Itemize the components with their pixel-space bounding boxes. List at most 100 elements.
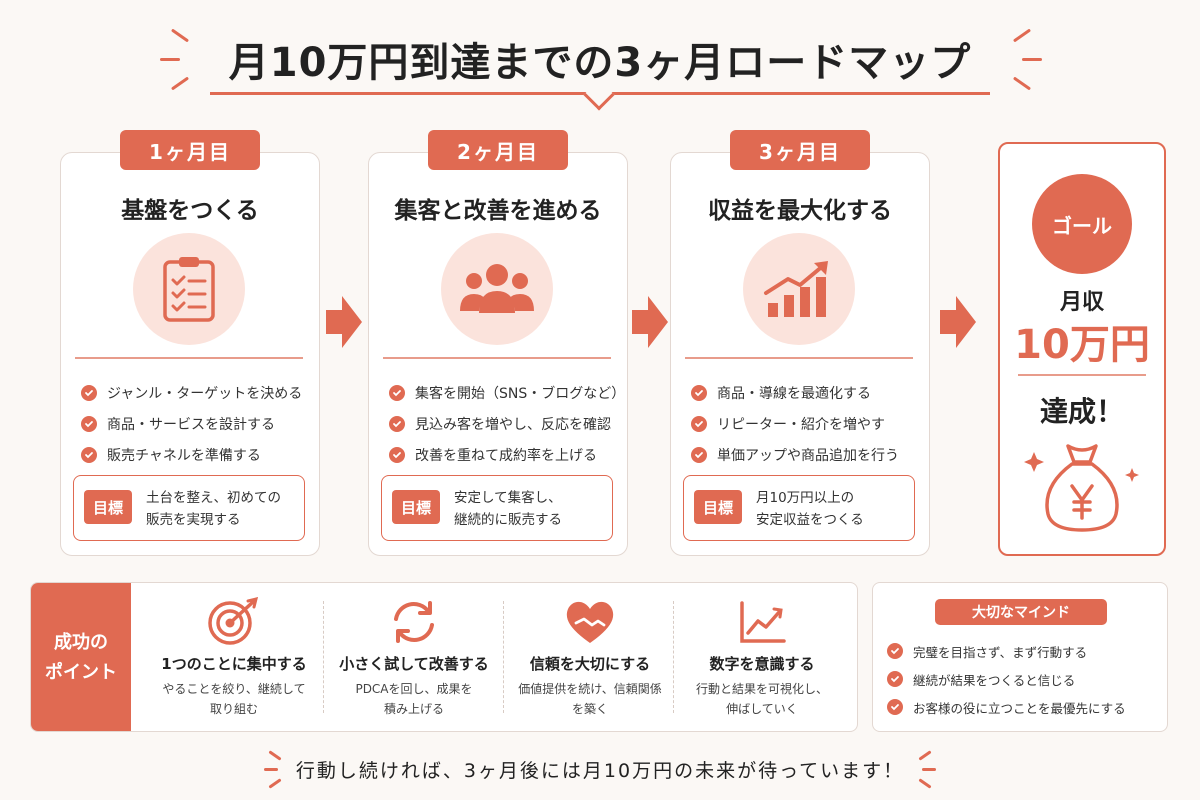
goal-label: 目標 xyxy=(84,490,132,524)
list-item: 完璧を目指さず、まず行動する xyxy=(887,637,1163,665)
arrow-right-icon xyxy=(326,292,362,356)
list-item: ジャンル・ターゲットを決める xyxy=(81,377,311,408)
list-item: 改善を重ねて成約率を上げる xyxy=(389,439,619,470)
check-icon xyxy=(389,446,405,463)
goal-achieved: 達成！ xyxy=(1039,395,1124,428)
sparkle-line-icon xyxy=(264,768,278,771)
point-title: 数字を意識する xyxy=(709,655,815,673)
point-title: 1つのことに集中する xyxy=(161,655,307,673)
mindset-text: 完璧を目指さず、まず行動する xyxy=(913,644,1088,660)
people-group-icon xyxy=(441,233,553,345)
task-text: リピーター・紹介を増やす xyxy=(717,416,885,433)
list-item: 継続が結果をつくると信じる xyxy=(887,665,1163,693)
task-text: 改善を重ねて成約率を上げる xyxy=(415,447,597,464)
check-icon xyxy=(389,415,405,432)
check-icon xyxy=(691,384,707,401)
check-icon xyxy=(81,415,97,432)
arrow-right-icon xyxy=(940,292,976,356)
list-item: 見込み客を増やし、反応を確認 xyxy=(389,408,619,439)
success-points-panel: 成功の ポイント 1つのことに集中する やることを絞り、継続して 取り組む 小さ… xyxy=(30,582,858,732)
goal-text: 土台を整え、初めての 販売を実現する xyxy=(146,490,281,528)
month-tab-3: 3ヶ月目 xyxy=(730,130,870,170)
task-text: ジャンル・ターゲットを決める xyxy=(107,385,303,402)
check-icon xyxy=(81,446,97,463)
task-text: 集客を開始（SNS・ブログなど） xyxy=(415,385,626,402)
sparkle-line-icon xyxy=(1022,58,1042,61)
point-desc: やることを絞り、継続して 取り組む xyxy=(162,682,306,716)
goal-income-label: 月収 xyxy=(1059,290,1104,315)
month-card-1: 基盤をつくる ジャンル・ターゲットを決める 商品・サービスを設計する 販売チャネ… xyxy=(60,152,320,556)
goal-divider xyxy=(1018,374,1146,376)
card-divider xyxy=(383,357,611,359)
title-area: 月10万円到達までの3ヶ月ロードマップ xyxy=(0,22,1200,111)
list-item: 単価アップや商品追加を行う xyxy=(691,439,921,470)
goal-card: ゴール 月収 10万円 達成！ xyxy=(998,142,1166,556)
check-icon xyxy=(389,384,405,401)
point-desc: 価値提供を続け、信頼関係 を築く xyxy=(518,682,662,716)
point-item: 1つのことに集中する やることを絞り、継続して 取り組む xyxy=(149,583,319,731)
task-text: 販売チャネルを準備する xyxy=(107,447,261,464)
point-title: 小さく試して改善する xyxy=(339,655,489,673)
point-desc: PDCAを回し、成果を 積み上げる xyxy=(355,682,473,716)
footer-message: 行動し続ければ、3ヶ月後には月10万円の未来が待っています！ xyxy=(0,756,1200,783)
month-heading: 基盤をつくる xyxy=(121,198,259,224)
goal-label: 目標 xyxy=(694,490,742,524)
list-item: 商品・サービスを設計する xyxy=(81,408,311,439)
mindset-panel: 大切なマインド 完璧を目指さず、まず行動する 継続が結果をつくると信じる お客様… xyxy=(872,582,1168,732)
month-heading: 集客と改善を進める xyxy=(394,198,602,224)
task-text: 見込み客を増やし、反応を確認 xyxy=(415,416,611,433)
point-item: 信頼を大切にする 価値提供を続け、信頼関係 を築く xyxy=(505,583,675,731)
goal-label: 目標 xyxy=(392,490,440,524)
month-tab-2: 2ヶ月目 xyxy=(428,130,568,170)
goal-amount: 10万円 xyxy=(1014,322,1150,368)
clipboard-checklist-icon xyxy=(133,233,245,345)
mindset-list: 完璧を目指さず、まず行動する 継続が結果をつくると信じる お客様の役に立つことを… xyxy=(887,637,1163,721)
check-icon xyxy=(691,446,707,463)
check-icon xyxy=(887,699,903,715)
task-text: 商品・サービスを設計する xyxy=(107,416,275,433)
growth-bar-chart-icon xyxy=(743,233,855,345)
month-card-3: 収益を最大化する 商品・導線を最適化する リピーター・紹介を増やす 単価アップや… xyxy=(670,152,930,556)
card-divider xyxy=(75,357,303,359)
month-card-2: 集客と改善を進める 集客を開始（SNS・ブログなど） 見込み客を増やし、反応を確… xyxy=(368,152,628,556)
point-separator xyxy=(323,601,324,713)
sparkle-line-icon xyxy=(160,58,180,61)
list-item: リピーター・紹介を増やす xyxy=(691,408,921,439)
check-icon xyxy=(887,671,903,687)
cycle-arrows-icon xyxy=(386,597,442,651)
month-tab-1: 1ヶ月目 xyxy=(120,130,260,170)
list-item: 商品・導線を最適化する xyxy=(691,377,921,408)
goal-text: 安定して集客し、 継続的に販売する xyxy=(454,490,562,528)
point-desc: 行動と結果を可視化し、 伸ばしていく xyxy=(695,682,828,716)
arrow-right-icon xyxy=(632,292,668,356)
trend-line-icon xyxy=(734,597,790,651)
check-icon xyxy=(691,415,707,432)
point-item: 小さく試して改善する PDCAを回し、成果を 積み上げる xyxy=(329,583,499,731)
mindset-text: お客様の役に立つことを最優先にする xyxy=(913,700,1126,716)
money-bag-yen-icon xyxy=(1020,440,1144,540)
check-icon xyxy=(81,384,97,401)
list-item: お客様の役に立つことを最優先にする xyxy=(887,693,1163,721)
success-points-label: 成功の ポイント xyxy=(31,583,131,731)
mindset-title: 大切なマインド xyxy=(935,599,1107,625)
card-divider xyxy=(685,357,913,359)
list-item: 集客を開始（SNS・ブログなど） xyxy=(389,377,626,408)
task-text: 単価アップや商品追加を行う xyxy=(717,447,899,464)
target-icon xyxy=(206,596,262,651)
point-item: 数字を意識する 行動と結果を可視化し、 伸ばしていく xyxy=(677,583,847,731)
list-item: 販売チャネルを準備する xyxy=(81,439,311,470)
goal-box: 目標 安定して集客し、 継続的に販売する xyxy=(381,475,613,541)
point-separator xyxy=(503,601,504,713)
goal-box: 目標 土台を整え、初めての 販売を実現する xyxy=(73,475,305,541)
heart-handshake-icon xyxy=(562,597,618,651)
page-title: 月10万円到達までの3ヶ月ロードマップ xyxy=(228,40,972,86)
goal-box: 目標 月10万円以上の 安定収益をつくる xyxy=(683,475,915,541)
task-list: 集客を開始（SNS・ブログなど） 見込み客を増やし、反応を確認 改善を重ねて成約… xyxy=(389,377,626,470)
task-list: 商品・導線を最適化する リピーター・紹介を増やす 単価アップや商品追加を行う xyxy=(691,377,921,470)
footer-text: 行動し続ければ、3ヶ月後には月10万円の未来が待っています！ xyxy=(295,760,905,782)
task-list: ジャンル・ターゲットを決める 商品・サービスを設計する 販売チャネルを準備する xyxy=(81,377,311,470)
month-heading: 収益を最大化する xyxy=(708,198,892,224)
point-title: 信頼を大切にする xyxy=(529,655,651,673)
point-separator xyxy=(673,601,674,713)
mindset-text: 継続が結果をつくると信じる xyxy=(913,672,1076,688)
